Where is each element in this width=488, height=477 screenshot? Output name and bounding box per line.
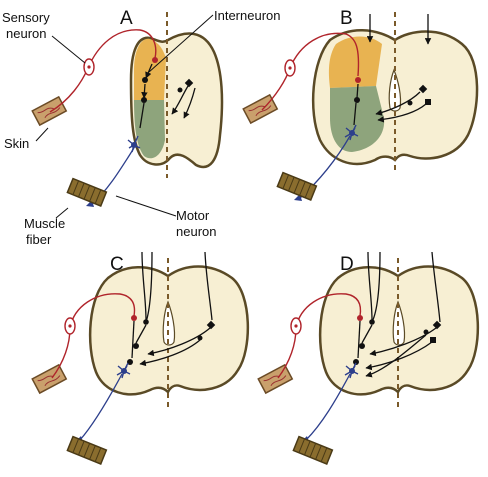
sensory-neuron-label-line1: Sensory — [2, 10, 50, 25]
sensory-synapse-c — [131, 315, 137, 321]
panel-d — [257, 251, 480, 465]
skin-label-pointer — [35, 127, 49, 142]
skin-patch-d — [257, 363, 294, 395]
skin-label: Skin — [4, 136, 29, 151]
sensory-synapse-a — [152, 57, 158, 63]
skin-patch-c — [31, 363, 68, 395]
skin-patch-a — [31, 95, 68, 127]
sensory-label-pointer — [51, 35, 86, 64]
muscle-fiber-b — [276, 171, 318, 201]
panel-b — [242, 12, 479, 201]
muscle-fiber-c — [66, 435, 108, 465]
panel-label-a: A — [120, 8, 133, 29]
ventral-horn-region-b — [330, 86, 385, 152]
motor-label-pointer — [115, 195, 177, 217]
muscle-fiber-a — [66, 177, 108, 207]
panel-c — [31, 251, 250, 465]
panel-label-b: B — [340, 8, 353, 29]
interneuron-body-a — [142, 77, 148, 83]
muscle-label-pointer — [55, 207, 69, 219]
motor-neuron-label-line2: neuron — [176, 224, 216, 239]
muscle-fiber-d — [292, 435, 334, 465]
sensory-neuron-fiber-c — [51, 293, 136, 379]
sensory-neuron-fiber-a — [49, 29, 157, 113]
sensory-synapse-b — [355, 77, 361, 83]
muscle-fiber-label-line2: fiber — [26, 232, 52, 247]
muscle-fiber-label-line1: Muscle — [24, 216, 65, 231]
sensory-neuron-fiber-b — [261, 32, 360, 111]
sensory-synapse-d — [357, 315, 363, 321]
dorsal-horn-region-b — [328, 36, 382, 88]
interneuron-label: Interneuron — [214, 8, 281, 23]
motor-neuron-label-line1: Motor — [176, 208, 210, 223]
sensory-neuron-label-line2: neuron — [6, 26, 46, 41]
panel-label-c: C — [110, 254, 124, 275]
panel-label-d: D — [340, 254, 354, 275]
sensory-neuron-fiber-d — [277, 293, 362, 379]
interneuron-pointer-line — [148, 14, 214, 73]
panel-a — [31, 12, 224, 207]
